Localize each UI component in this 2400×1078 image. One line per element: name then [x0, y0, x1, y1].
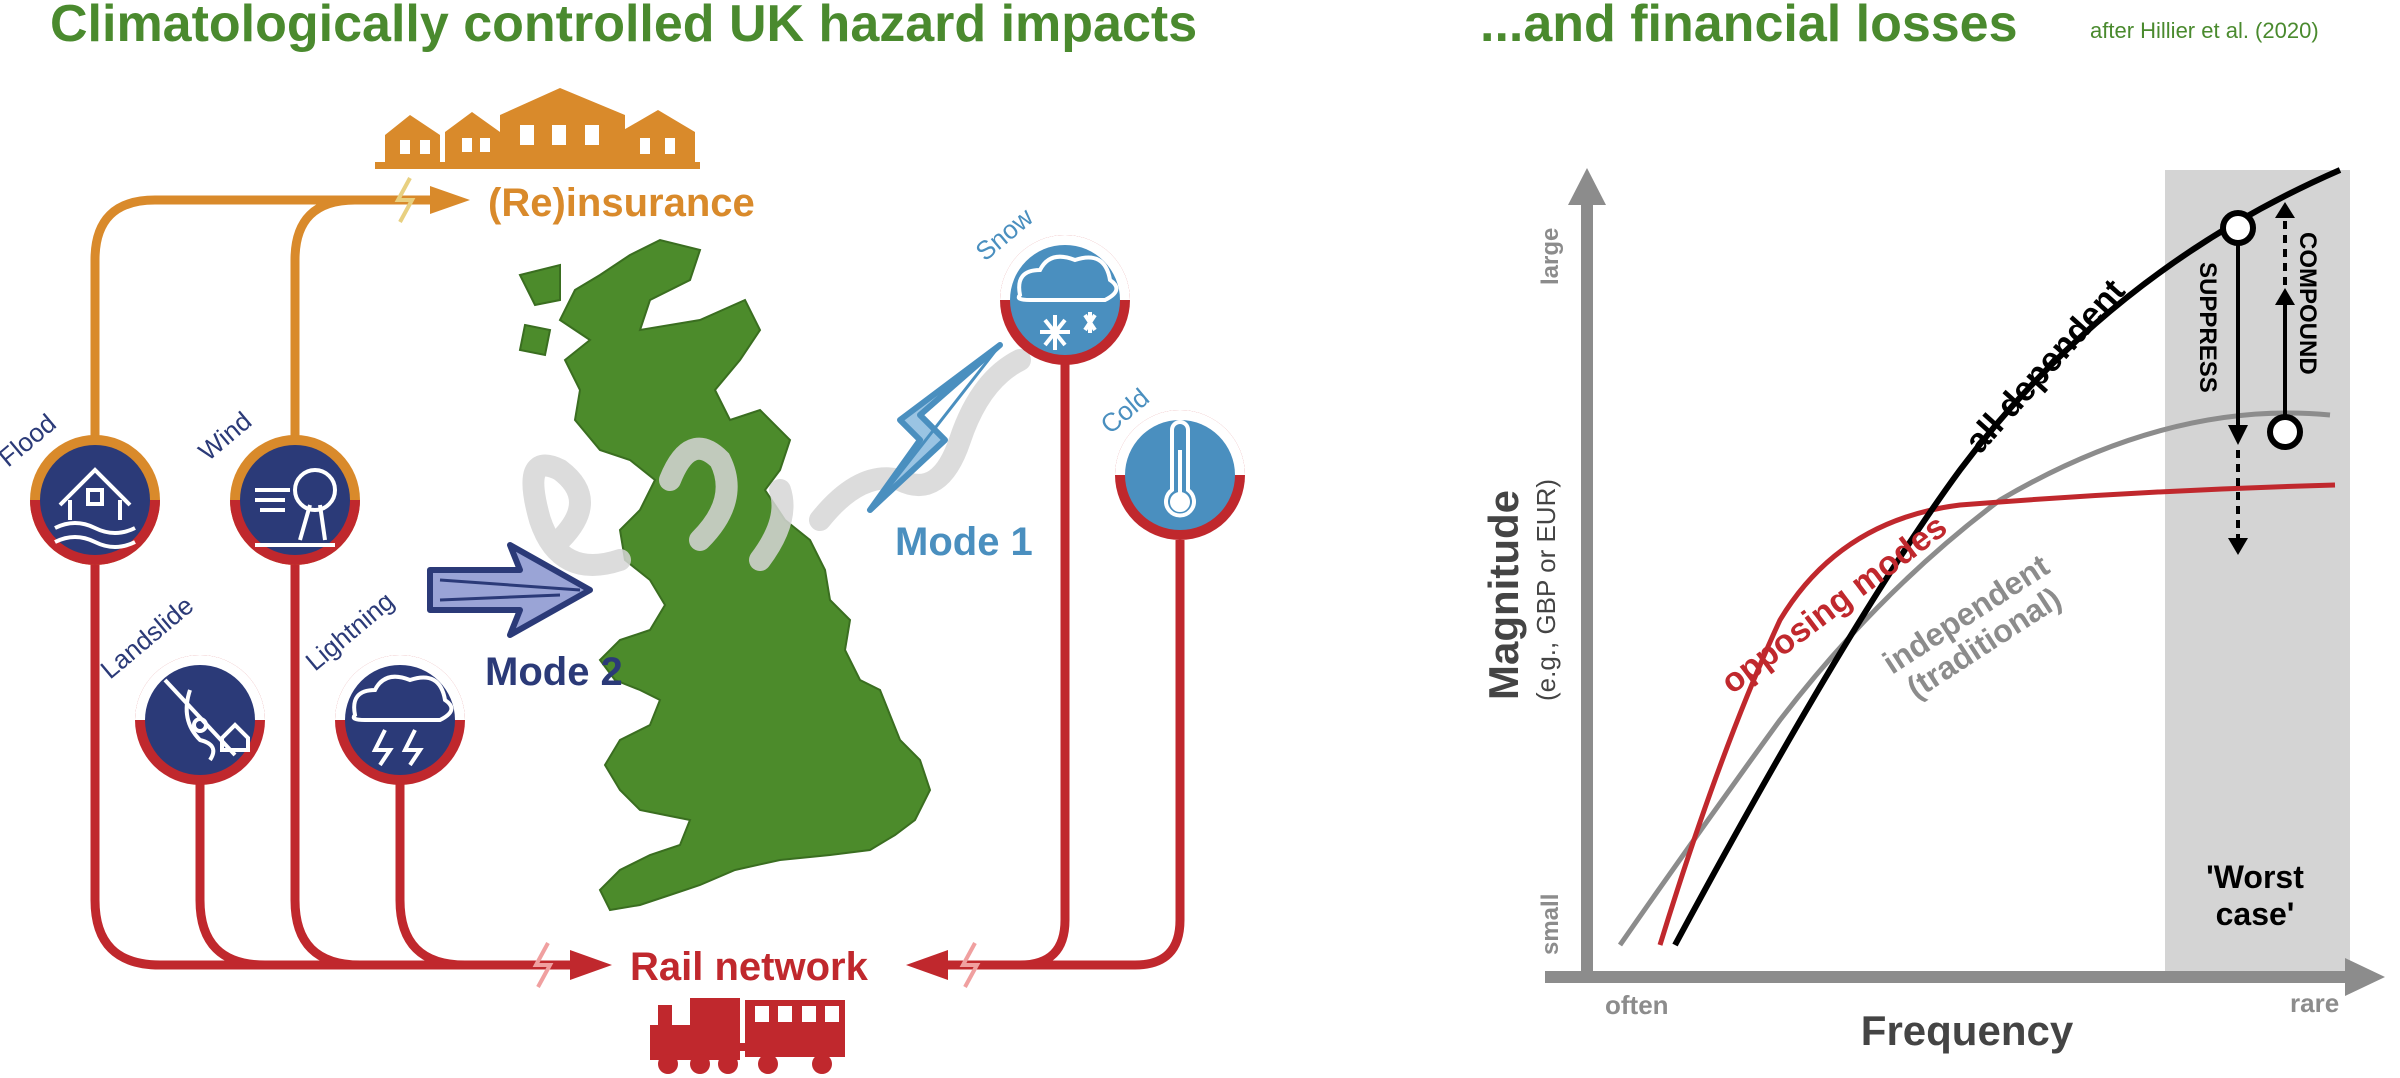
mode2-arrow	[427, 542, 593, 638]
rail-connectors	[90, 360, 1185, 970]
y-tick-small: small	[1537, 894, 1564, 955]
wind-to-insurance-line	[290, 195, 430, 440]
y-axis-arrowhead	[1568, 168, 1606, 205]
dependent-point-marker	[2220, 210, 2256, 246]
insurance-connectors	[90, 195, 430, 440]
landslide-to-rail-line	[195, 780, 266, 970]
worst-case-band	[2165, 170, 2350, 980]
y-tick-large: large	[1537, 228, 1564, 285]
mode1-arrow	[867, 342, 1003, 513]
hazard-network: (Re)insurance Rail network	[0, 88, 1245, 1074]
loss-chart: SUPPRESS COMPOUND all dependent opposing…	[1480, 167, 2385, 1054]
suppress-dashed-arrowhead	[2228, 538, 2248, 555]
landslide-hazard: Landslide	[95, 590, 265, 785]
suppress-label: SUPPRESS	[2194, 262, 2221, 393]
snow-hazard: Snow	[970, 202, 1130, 365]
cold-to-rail-line	[1000, 540, 1185, 970]
x-axis-arrowhead	[2345, 958, 2385, 996]
wind-to-rail-line	[290, 560, 361, 970]
lightning-to-rail-line	[395, 780, 466, 970]
storm-cloud-icon	[351, 674, 454, 767]
rail-arrowhead-right	[906, 950, 948, 980]
all-dependent-label: all dependent	[1958, 272, 2133, 460]
credit-text: after Hillier et al. (2020)	[2090, 18, 2319, 43]
y-axis-sublabel: (e.g., GBP or EUR)	[1531, 479, 1561, 701]
cold-hazard: Cold	[1095, 382, 1245, 540]
insurance-lightning-mark	[394, 177, 416, 223]
rail-label: Rail network	[630, 945, 869, 989]
compound-dashed-arrowhead	[2275, 202, 2295, 218]
worst-case-label-line2: case'	[2216, 896, 2295, 932]
x-tick-rare: rare	[2290, 988, 2339, 1018]
all-dependent-curve	[1672, 167, 2342, 947]
train-icon	[650, 998, 845, 1074]
house-flood-icon	[54, 467, 136, 549]
independent-point-marker	[2267, 414, 2303, 450]
title-right: ...and financial losses	[1480, 0, 2018, 53]
rail-lightning-mark-left	[532, 942, 554, 988]
uk-map	[518, 238, 932, 912]
mode2-label: Mode 2	[485, 650, 623, 694]
thermometer-icon	[1164, 420, 1196, 518]
x-axis-label: Frequency	[1861, 1007, 2074, 1054]
insurance-label: (Re)insurance	[488, 181, 755, 225]
mode1-label: Mode 1	[895, 520, 1033, 564]
landslide-icon	[163, 678, 250, 762]
jet-stream-swirl	[522, 349, 1031, 576]
y-axis-label: Magnitude	[1480, 490, 1527, 700]
suppress-arrowhead	[2228, 425, 2248, 445]
wind-tree-icon	[255, 468, 337, 547]
flood-to-insurance-line	[90, 195, 420, 440]
flood-to-rail-line	[90, 560, 570, 970]
title-left: Climatologically controlled UK hazard im…	[50, 0, 1198, 53]
independent-curve	[1617, 410, 2331, 947]
x-tick-often: often	[1605, 990, 1669, 1020]
compound-label: COMPOUND	[2294, 232, 2321, 375]
insurance-arrowhead	[430, 186, 470, 214]
rail-arrowhead-left	[570, 950, 612, 980]
wind-hazard: Wind	[193, 406, 360, 565]
lightning-hazard: Lightning	[300, 586, 465, 785]
worst-case-label-line1: 'Worst	[2206, 859, 2304, 895]
houses-icon	[375, 88, 700, 169]
compound-arrowhead	[2275, 288, 2295, 305]
opposing-modes-curve	[1657, 482, 2336, 946]
rail-lightning-mark-right	[959, 942, 981, 988]
flood-hazard: Flood	[0, 408, 160, 565]
snow-cloud-icon	[1016, 254, 1119, 350]
